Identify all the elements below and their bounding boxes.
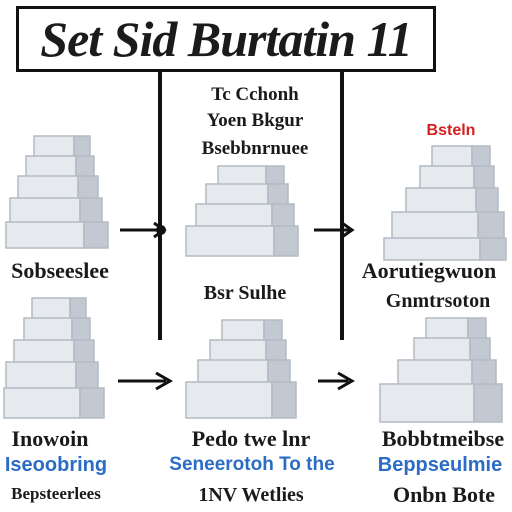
- box-stack-icon: [380, 142, 510, 262]
- junction-dot: [156, 225, 166, 235]
- row1-right-label-1: Aorutiegwuon: [346, 258, 512, 284]
- box-stack-icon: [374, 316, 508, 426]
- diagram-title: Set Sid Burtatin 11: [40, 10, 411, 68]
- box-stack-icon: [182, 162, 302, 262]
- row2-mid-label-1: Pedo twe lnr: [176, 426, 326, 452]
- row2-mid-label-3: 1NV Wetlies: [180, 484, 322, 507]
- header-line-1: Tc Cchonh: [180, 84, 330, 106]
- row1-mid-label: Bsr Sulhe: [180, 282, 310, 305]
- row1-left-label: Sobseeslee: [0, 258, 120, 284]
- box-stack-icon: [182, 318, 302, 422]
- divider-right: [340, 72, 344, 340]
- row2-right-label-1: Bobbtmeibse: [378, 426, 508, 452]
- row2-left-label-1: Inowoin: [0, 426, 100, 452]
- arrow-right-icon: [116, 370, 178, 392]
- row1-right-label-2: Gnmtrsoton: [370, 290, 506, 313]
- box-stack-icon: [4, 130, 114, 250]
- row2-right-label-2: Beppseulmie: [370, 454, 510, 477]
- row2-right-label-3: Onbn Bote: [384, 482, 504, 508]
- header-line-3: Bsebbnrnuee: [170, 138, 340, 160]
- red-tag: Bsteln: [406, 122, 496, 140]
- row2-mid-label-2: Seneerotoh To the: [146, 454, 358, 476]
- arrow-right-icon: [312, 220, 360, 240]
- header-line-2: Yoen Bkgur: [180, 110, 330, 132]
- row2-left-label-3: Bepsteerlees: [0, 484, 112, 504]
- arrow-right-icon: [316, 370, 358, 392]
- row2-left-label-2: Iseoobring: [0, 454, 112, 477]
- divider-left: [158, 72, 162, 340]
- title-box: Set Sid Burtatin 11: [16, 6, 436, 72]
- box-stack-icon: [2, 294, 112, 422]
